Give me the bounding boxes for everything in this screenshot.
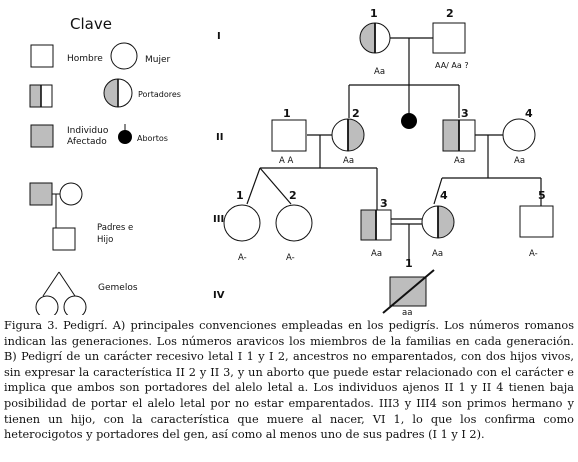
individual-III-2-number: 2 <box>289 189 297 202</box>
legend-affected-label-2: Afectado <box>67 137 107 147</box>
individual-II-1-number: 1 <box>283 107 291 120</box>
individual-IV-1-genotype: aa <box>402 308 412 315</box>
individual-I-2-genotype: AA/ Aa ? <box>435 61 469 70</box>
individual-III-3 <box>360 209 392 241</box>
legend-carrier-female-symbol <box>103 78 133 108</box>
individual-III-1-genotype: A- <box>238 253 247 263</box>
legend: Clave Hombre Mujer Portadores Individuo … <box>29 15 181 315</box>
individual-III-5-number: 5 <box>538 189 546 202</box>
legend-male-label: Hombre <box>67 54 103 64</box>
individual-II-2-genotype: Aa <box>343 156 354 166</box>
individual-III-3-number: 3 <box>380 197 388 210</box>
individual-III-5 <box>519 205 554 238</box>
abortion-symbol <box>401 113 417 129</box>
generation-label-2: II <box>216 132 223 143</box>
individual-II-4-genotype: Aa <box>514 156 525 166</box>
legend-twins-label: Gemelos <box>98 283 138 293</box>
individual-I-1 <box>359 22 391 54</box>
individual-III-4-number: 4 <box>440 189 448 202</box>
legend-twins-symbol <box>35 271 87 315</box>
generation-label-3: III <box>213 214 224 225</box>
individual-III-4 <box>421 205 455 239</box>
individual-II-3-number: 3 <box>461 107 469 120</box>
pedigree-lines <box>246 37 542 266</box>
individual-III-3-genotype: Aa <box>371 249 382 259</box>
individual-III-1 <box>223 204 261 242</box>
legend-parents-label-2: Hijo <box>97 235 113 245</box>
legend-carrier-label: Portadores <box>138 90 181 99</box>
individual-II-3-genotype: Aa <box>454 156 465 166</box>
individual-III-2 <box>275 204 313 242</box>
individual-III-5-genotype: A- <box>529 249 538 259</box>
legend-title: Clave <box>70 15 112 33</box>
individual-II-4-number: 4 <box>525 107 533 120</box>
individual-II-4 <box>502 118 536 152</box>
individual-II-2 <box>331 118 365 152</box>
individual-II-1 <box>271 119 307 152</box>
individual-IV-1-number: 1 <box>405 257 413 270</box>
individual-II-2-number: 2 <box>352 107 360 120</box>
individual-I-1-number: 1 <box>370 7 378 20</box>
individual-III-4-genotype: Aa <box>432 249 443 259</box>
legend-female-label: Mujer <box>145 55 171 65</box>
individual-III-2-genotype: A- <box>286 253 295 263</box>
individual-II-1-genotype: A A <box>279 156 294 166</box>
individual-I-2 <box>432 22 466 54</box>
legend-parents-child-symbol <box>29 182 83 251</box>
generation-label-4: IV <box>213 290 225 301</box>
pedigree-figure: Clave Hombre Mujer Portadores Individuo … <box>29 7 554 315</box>
individual-II-3 <box>442 119 476 152</box>
generation-label-1: I <box>217 31 221 42</box>
legend-male-symbol <box>30 44 54 68</box>
legend-carrier-male-symbol <box>29 84 53 108</box>
legend-abortion-label: Abortos <box>137 134 168 143</box>
legend-affected-symbol <box>30 124 54 148</box>
individual-III-1-number: 1 <box>236 189 244 202</box>
individual-I-1-genotype: Aa <box>374 67 385 77</box>
legend-parents-label-1: Padres e <box>97 223 133 233</box>
figure-caption: Figura 3. Pedigrí. A) principales conven… <box>4 319 574 442</box>
legend-affected-label-1: Individuo <box>67 126 109 136</box>
individual-I-2-number: 2 <box>446 7 454 20</box>
individual-IV-1 <box>382 269 435 314</box>
legend-female-symbol <box>110 42 138 70</box>
legend-abortion-symbol <box>118 130 132 144</box>
